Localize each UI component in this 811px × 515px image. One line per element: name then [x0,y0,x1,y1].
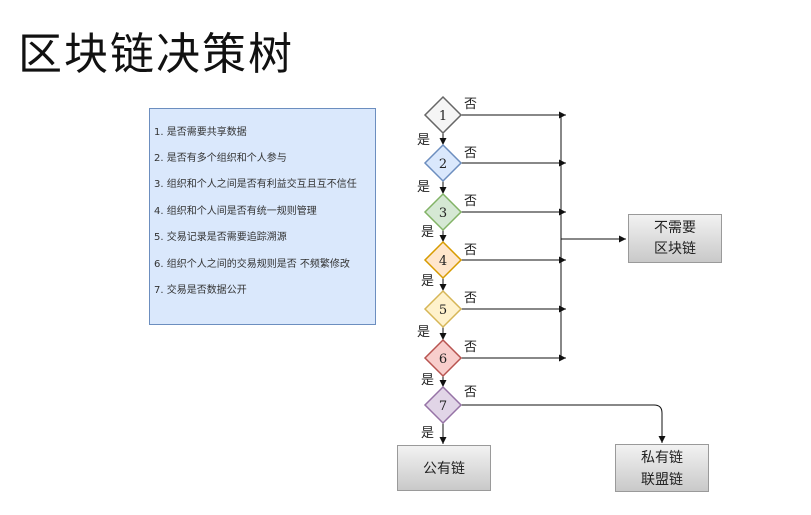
decision-nodes: 1 2 3 4 5 6 7 [423,95,463,425]
no-connectors [461,111,666,443]
decision-diamond [423,192,463,232]
question-item-3: 3. 组织和个人之间是否有利益交互且互不信任 [154,179,357,190]
no-label: 否 [464,194,477,209]
decision-node-1: 1 [423,95,463,135]
decision-node-label: 5 [439,303,447,318]
yes-label: 是 [421,225,434,240]
outcome-text: 不需要 [654,220,696,236]
question-item-1: 1. 是否需要共享数据 [154,127,247,138]
decision-diamond [423,385,463,425]
no-label: 否 [464,291,477,306]
outcome-no-blockchain: 不需要 区块链 [628,214,722,263]
question-item-6: 6. 组织个人之间的交易规则是否 不频繁修改 [154,259,350,270]
question-list-panel: 1. 是否需要共享数据 2. 是否有多个组织和个人参与 3. 组织和个人之间是否… [149,108,376,325]
yes-label: 是 [421,274,434,289]
no-label: 否 [464,97,477,112]
decision-diamond [423,143,463,183]
decision-node-label: 7 [439,399,447,414]
decision-node-label: 3 [439,206,447,221]
no-arrow-7-private [461,404,666,443]
decision-diamond [423,338,463,378]
yes-label: 是 [421,373,434,388]
outcome-public-chain: 公有链 [397,445,491,491]
outcome-private-chain: 私有链 联盟链 [615,444,709,492]
decision-node-2: 2 [423,143,463,183]
no-label: 否 [464,243,477,258]
decision-diamond [423,240,463,280]
no-label: 否 [464,146,477,161]
decision-node-label: 1 [439,109,447,124]
decision-diamond [423,289,463,329]
decision-node-5: 5 [423,289,463,329]
outcome-text: 区块链 [654,241,696,257]
decision-node-4: 4 [423,240,463,280]
outcome-text: 联盟链 [641,472,683,488]
decision-diamond [423,95,463,135]
question-item-7: 7. 交易是否数据公开 [154,285,247,296]
decision-node-label: 4 [439,254,447,269]
no-label: 否 [464,340,477,355]
no-label: 否 [464,385,477,400]
outcome-text: 私有链 [641,450,683,466]
question-item-2: 2. 是否有多个组织和个人参与 [154,153,287,164]
decision-node-label: 2 [439,157,447,172]
decision-node-7: 7 [423,385,463,425]
yes-label: 是 [417,133,430,148]
yes-label: 是 [417,180,430,195]
question-item-4: 4. 组织和个人间是否有统一规则管理 [154,206,317,217]
yes-label: 是 [421,426,434,441]
page-title: 区块链决策树 [18,29,294,80]
yes-label: 是 [417,325,430,340]
outcome-text: 公有链 [423,461,465,477]
decision-node-label: 6 [439,352,447,367]
decision-node-3: 3 [423,192,463,232]
branch-labels: 否 是 否 是 否 是 否 是 否 是 否 是 否 是 [417,97,477,441]
question-item-5: 5. 交易记录是否需要追踪溯源 [154,232,287,243]
decision-node-6: 6 [423,338,463,378]
